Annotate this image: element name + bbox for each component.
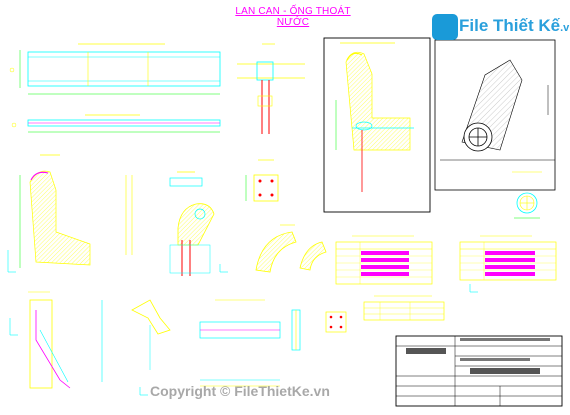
railing-plan (11, 114, 221, 133)
curved-sections (255, 224, 327, 273)
drain-pipe-plan (434, 39, 556, 191)
ucs-markers (139, 264, 478, 396)
rebar-table-right (459, 235, 557, 281)
curved-connector-detail (169, 203, 215, 276)
copyright-watermark: Copyright © FileThietKe.vn (150, 383, 330, 399)
logo-text: File Thiết Kế.vn (459, 16, 570, 36)
pipe-detail-a (237, 43, 305, 134)
parapet-section-boxed (323, 37, 431, 213)
bottom-middle-details (131, 299, 347, 387)
bottom-left-section (9, 291, 103, 389)
drawing-title: LAN CAN - ỐNG THOÁT NƯỚC (235, 6, 351, 28)
title-block (395, 335, 563, 407)
rebar-table-left (335, 235, 433, 285)
logo-mark-icon (432, 14, 458, 40)
parapet-section-left (7, 154, 133, 273)
brand-logo: File Thiết Kế.vn (432, 14, 570, 42)
material-table (363, 295, 445, 321)
railing-elevation (9, 43, 221, 95)
logo-suffix: .vn (560, 22, 570, 34)
logo-brand: File Thiết Kế (459, 16, 561, 35)
base-plate-detail (169, 159, 279, 202)
pipe-cross-section (512, 171, 542, 219)
